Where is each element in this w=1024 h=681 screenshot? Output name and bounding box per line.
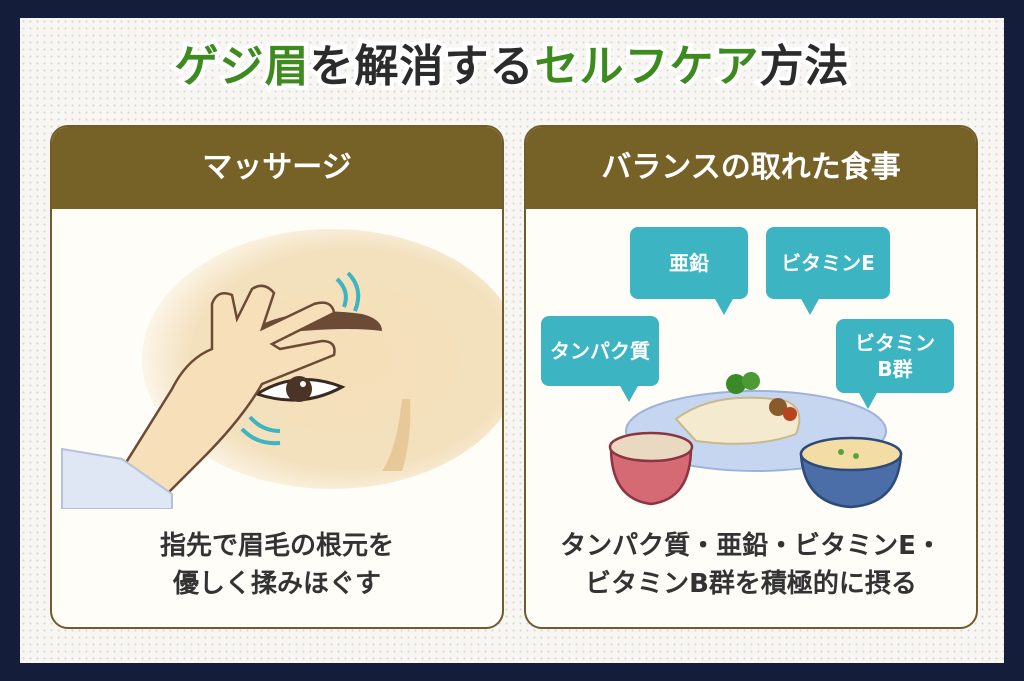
bubble-zinc-label: 亜鉛 bbox=[669, 251, 709, 275]
eye-pupil bbox=[286, 376, 312, 402]
bubble-vitamin-b-line1: ビタミン bbox=[855, 331, 935, 355]
fish bbox=[674, 396, 801, 445]
bubble-protein-label: タンパク質 bbox=[550, 339, 650, 363]
diet-caption-line1: タンパク質・亜鉛・ビタミンE・ bbox=[560, 531, 942, 561]
eye-highlight bbox=[300, 381, 306, 387]
bubble-vitamin-e: ビタミンE bbox=[766, 227, 890, 315]
title-part-3: セルフケア bbox=[531, 37, 763, 96]
soup bbox=[799, 436, 903, 472]
massage-illustration bbox=[52, 209, 502, 510]
bubble-vitamin-b-line2: B群 bbox=[877, 357, 913, 381]
bubble-protein: タンパク質 bbox=[541, 316, 659, 402]
hand bbox=[120, 284, 336, 501]
soup-garnish bbox=[838, 449, 844, 455]
bubble-vitamin-b: ビタミン B群 bbox=[836, 319, 954, 409]
bubble-tail bbox=[619, 384, 639, 402]
meal-image bbox=[608, 372, 903, 509]
diet-panel: バランスの取れた食事 タンパク質 亜鉛 bbox=[524, 125, 978, 629]
title-part-2: を解消する bbox=[306, 37, 538, 96]
massage-panel: マッサージ bbox=[50, 125, 504, 629]
bubble-tail bbox=[800, 297, 820, 315]
bubble-tail bbox=[858, 391, 878, 409]
eyebrow-massage-image bbox=[61, 229, 502, 510]
diet-illustration: タンパク質 亜鉛 ビタミンE ビタミン B群 bbox=[526, 209, 976, 509]
bubble-zinc: 亜鉛 bbox=[630, 227, 748, 315]
massage-panel-header: マッサージ bbox=[52, 127, 502, 209]
soup-garnish-2 bbox=[853, 453, 859, 459]
diet-panel-header: バランスの取れた食事 bbox=[526, 127, 976, 209]
massage-caption-line1: 指先で眉毛の根元を bbox=[159, 531, 394, 561]
broccoli bbox=[726, 374, 746, 394]
diet-caption: タンパク質・亜鉛・ビタミンE・ ビタミンB群を積極的に摂る bbox=[526, 527, 976, 603]
title-part-4: 方法 bbox=[756, 37, 853, 96]
diet-caption-line2: ビタミンB群を積極的に摂る bbox=[585, 569, 917, 599]
bubble-vitamin-e-label: ビタミンE bbox=[781, 251, 875, 275]
bubble-tail bbox=[714, 297, 734, 315]
motion-mark-bottom-2 bbox=[240, 427, 281, 446]
motion-mark-top-2 bbox=[346, 271, 361, 312]
carrot bbox=[783, 407, 797, 421]
motion-mark-bottom bbox=[248, 415, 281, 433]
page-title: ゲジ眉を解消するセルフケア方法 bbox=[0, 30, 1024, 96]
nose-shade bbox=[382, 399, 411, 471]
motion-mark-top bbox=[335, 277, 348, 308]
rice bbox=[608, 431, 694, 463]
rice-bowl bbox=[609, 445, 693, 506]
massage-caption: 指先で眉毛の根元を 優しく揉みほぐす bbox=[52, 527, 502, 603]
title-part-1: ゲジ眉 bbox=[171, 37, 313, 96]
mushroom bbox=[769, 398, 787, 416]
massage-caption-line2: 優しく揉みほぐす bbox=[172, 569, 381, 599]
broccoli-2 bbox=[742, 372, 760, 390]
sleeve bbox=[61, 447, 173, 510]
